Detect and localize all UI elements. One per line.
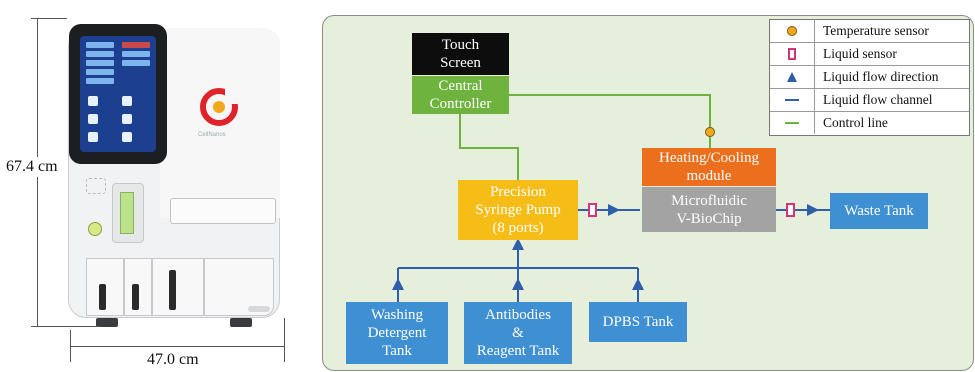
legend-item: Temperature sensor <box>770 20 969 43</box>
screen-icon <box>122 114 132 124</box>
flow-direction-arrow <box>512 238 524 250</box>
antibodies-reagent-tank-box: Antibodies & Reagent Tank <box>464 302 572 364</box>
power-button <box>88 222 102 236</box>
liquid-sensor-icon <box>788 48 796 60</box>
screen-icon <box>88 132 98 142</box>
height-label: 67.4 cm <box>6 157 58 177</box>
touch-screen-box: Touch Screen <box>412 33 509 75</box>
screen-row <box>122 60 150 66</box>
screen-icon <box>122 96 132 106</box>
washing-detergent-tank-box: Washing Detergent Tank <box>346 302 448 364</box>
width-dimension-line <box>70 346 284 347</box>
screen-icon <box>88 96 98 106</box>
screen-row <box>86 51 114 57</box>
temperature-sensor-icon <box>705 127 715 137</box>
drawer-handle <box>99 284 106 310</box>
liquid-sensor-icon <box>786 203 795 217</box>
legend: Temperature sensor Liquid sensor Liquid … <box>769 19 970 136</box>
screen-row <box>86 78 114 84</box>
device-foot <box>96 318 118 327</box>
heating-cooling-box: Heating/Cooling module <box>642 148 776 186</box>
width-label: 47.0 cm <box>144 351 202 369</box>
legend-label: Liquid flow direction <box>823 69 939 84</box>
chip-tray <box>170 198 276 224</box>
brand-name: CellNanos <box>198 132 226 138</box>
legend-item: Liquid flow direction <box>770 66 969 89</box>
flow-direction-arrow <box>807 204 819 216</box>
screen-row <box>122 42 150 48</box>
liquid-sensor-icon <box>588 203 597 217</box>
control-line <box>505 94 711 148</box>
badge-plate <box>248 306 270 312</box>
flow-direction-arrow <box>632 278 644 290</box>
drawer-right <box>152 258 204 316</box>
legend-item: Liquid sensor <box>770 43 969 66</box>
legend-label: Control line <box>823 115 888 130</box>
temperature-sensor-icon <box>787 26 797 36</box>
device-foot <box>230 318 252 327</box>
microfluidic-chip-box: Microfluidic V-BioChip <box>642 187 776 232</box>
screen-row <box>86 69 114 75</box>
touch-screen-display <box>80 36 156 152</box>
screen-row <box>86 60 114 66</box>
drawer-handle <box>132 284 139 310</box>
flow-channel-icon <box>785 99 799 101</box>
flow-direction-icon <box>787 72 797 82</box>
central-controller-box: Central Controller <box>412 76 509 114</box>
screen-row <box>122 51 150 57</box>
flow-direction-arrow <box>512 278 524 290</box>
flow-direction-arrow <box>392 278 404 290</box>
sensor-window <box>86 178 106 194</box>
legend-label: Liquid flow channel <box>823 92 933 107</box>
screen-icon <box>122 132 132 142</box>
flow-direction-arrow <box>608 204 620 216</box>
syringe-pump-box: Precision Syringe Pump (8 ports) <box>458 180 578 240</box>
legend-item: Liquid flow channel <box>770 89 969 112</box>
legend-label: Liquid sensor <box>823 46 897 61</box>
dpbs-tank-box: DPBS Tank <box>589 302 687 342</box>
control-line-icon <box>785 122 799 124</box>
screen-icon <box>88 114 98 124</box>
screen-row <box>86 42 114 48</box>
brand-logo-dot <box>213 101 225 113</box>
control-line <box>459 113 519 180</box>
legend-item: Control line <box>770 112 969 135</box>
drawer-handle <box>169 270 176 310</box>
waste-tank-box: Waste Tank <box>830 193 928 229</box>
legend-label: Temperature sensor <box>823 23 929 38</box>
brand-logo-icon <box>200 88 238 126</box>
chip-slot-window <box>120 192 134 234</box>
